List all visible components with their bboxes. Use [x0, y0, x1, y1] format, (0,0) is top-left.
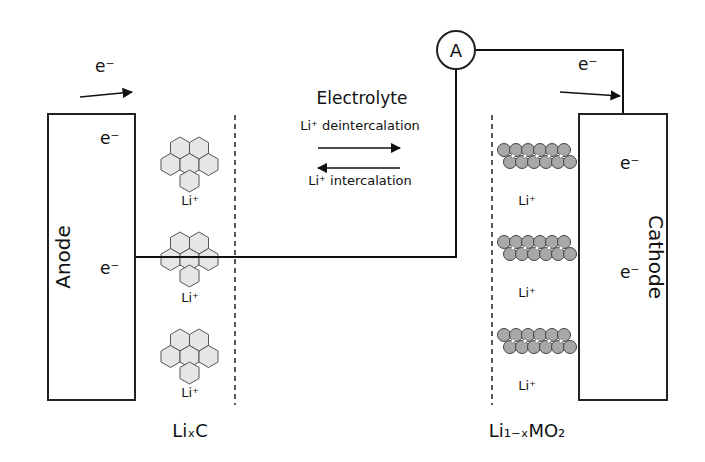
electron-arrow [560, 92, 620, 96]
oxide-layer [498, 236, 577, 261]
electrode-label: Cathode [644, 215, 668, 299]
ammeter-circle: A [436, 30, 476, 70]
graphite-cluster [161, 329, 218, 384]
separator-dash [234, 115, 236, 405]
process-label: Li⁺ deintercalation [300, 118, 420, 133]
intercalation-arrow [318, 167, 400, 169]
graphite-cluster [161, 137, 218, 192]
ion-label: Li⁺ [181, 290, 199, 305]
ion-label: Li⁺ [518, 193, 536, 208]
wire-electron: e⁻ [95, 56, 114, 76]
circuit-wire [136, 30, 456, 257]
electron-arrow [80, 92, 132, 97]
electrolyte-label: Electrolyte [317, 88, 408, 108]
circuit-wire [476, 50, 623, 113]
ion-label: Li⁺ [518, 378, 536, 393]
ion-label: Li⁺ [181, 193, 199, 208]
deintercalation-arrow [318, 147, 400, 149]
electron-label: e⁻ [100, 258, 119, 278]
wire-electron: e⁻ [578, 54, 597, 74]
separator-dash [491, 115, 493, 405]
ion-label: Li⁺ [181, 385, 199, 400]
material-label: LiₓC [172, 420, 208, 441]
electron-label: e⁻ [100, 128, 119, 148]
electron-label: e⁻ [620, 153, 639, 173]
graphite-cluster [161, 232, 218, 287]
process-label: Li⁺ intercalation [308, 173, 411, 188]
electron-label: e⁻ [620, 262, 639, 282]
material-label: Li₁₋ₓMO₂ [489, 420, 566, 441]
ion-label: Li⁺ [518, 285, 536, 300]
oxide-layer [498, 329, 577, 354]
ammeter-label: A [450, 40, 462, 61]
oxide-layer [498, 144, 577, 169]
electrode-box: Anode [47, 113, 136, 401]
electrode-label: Anode [51, 225, 75, 289]
